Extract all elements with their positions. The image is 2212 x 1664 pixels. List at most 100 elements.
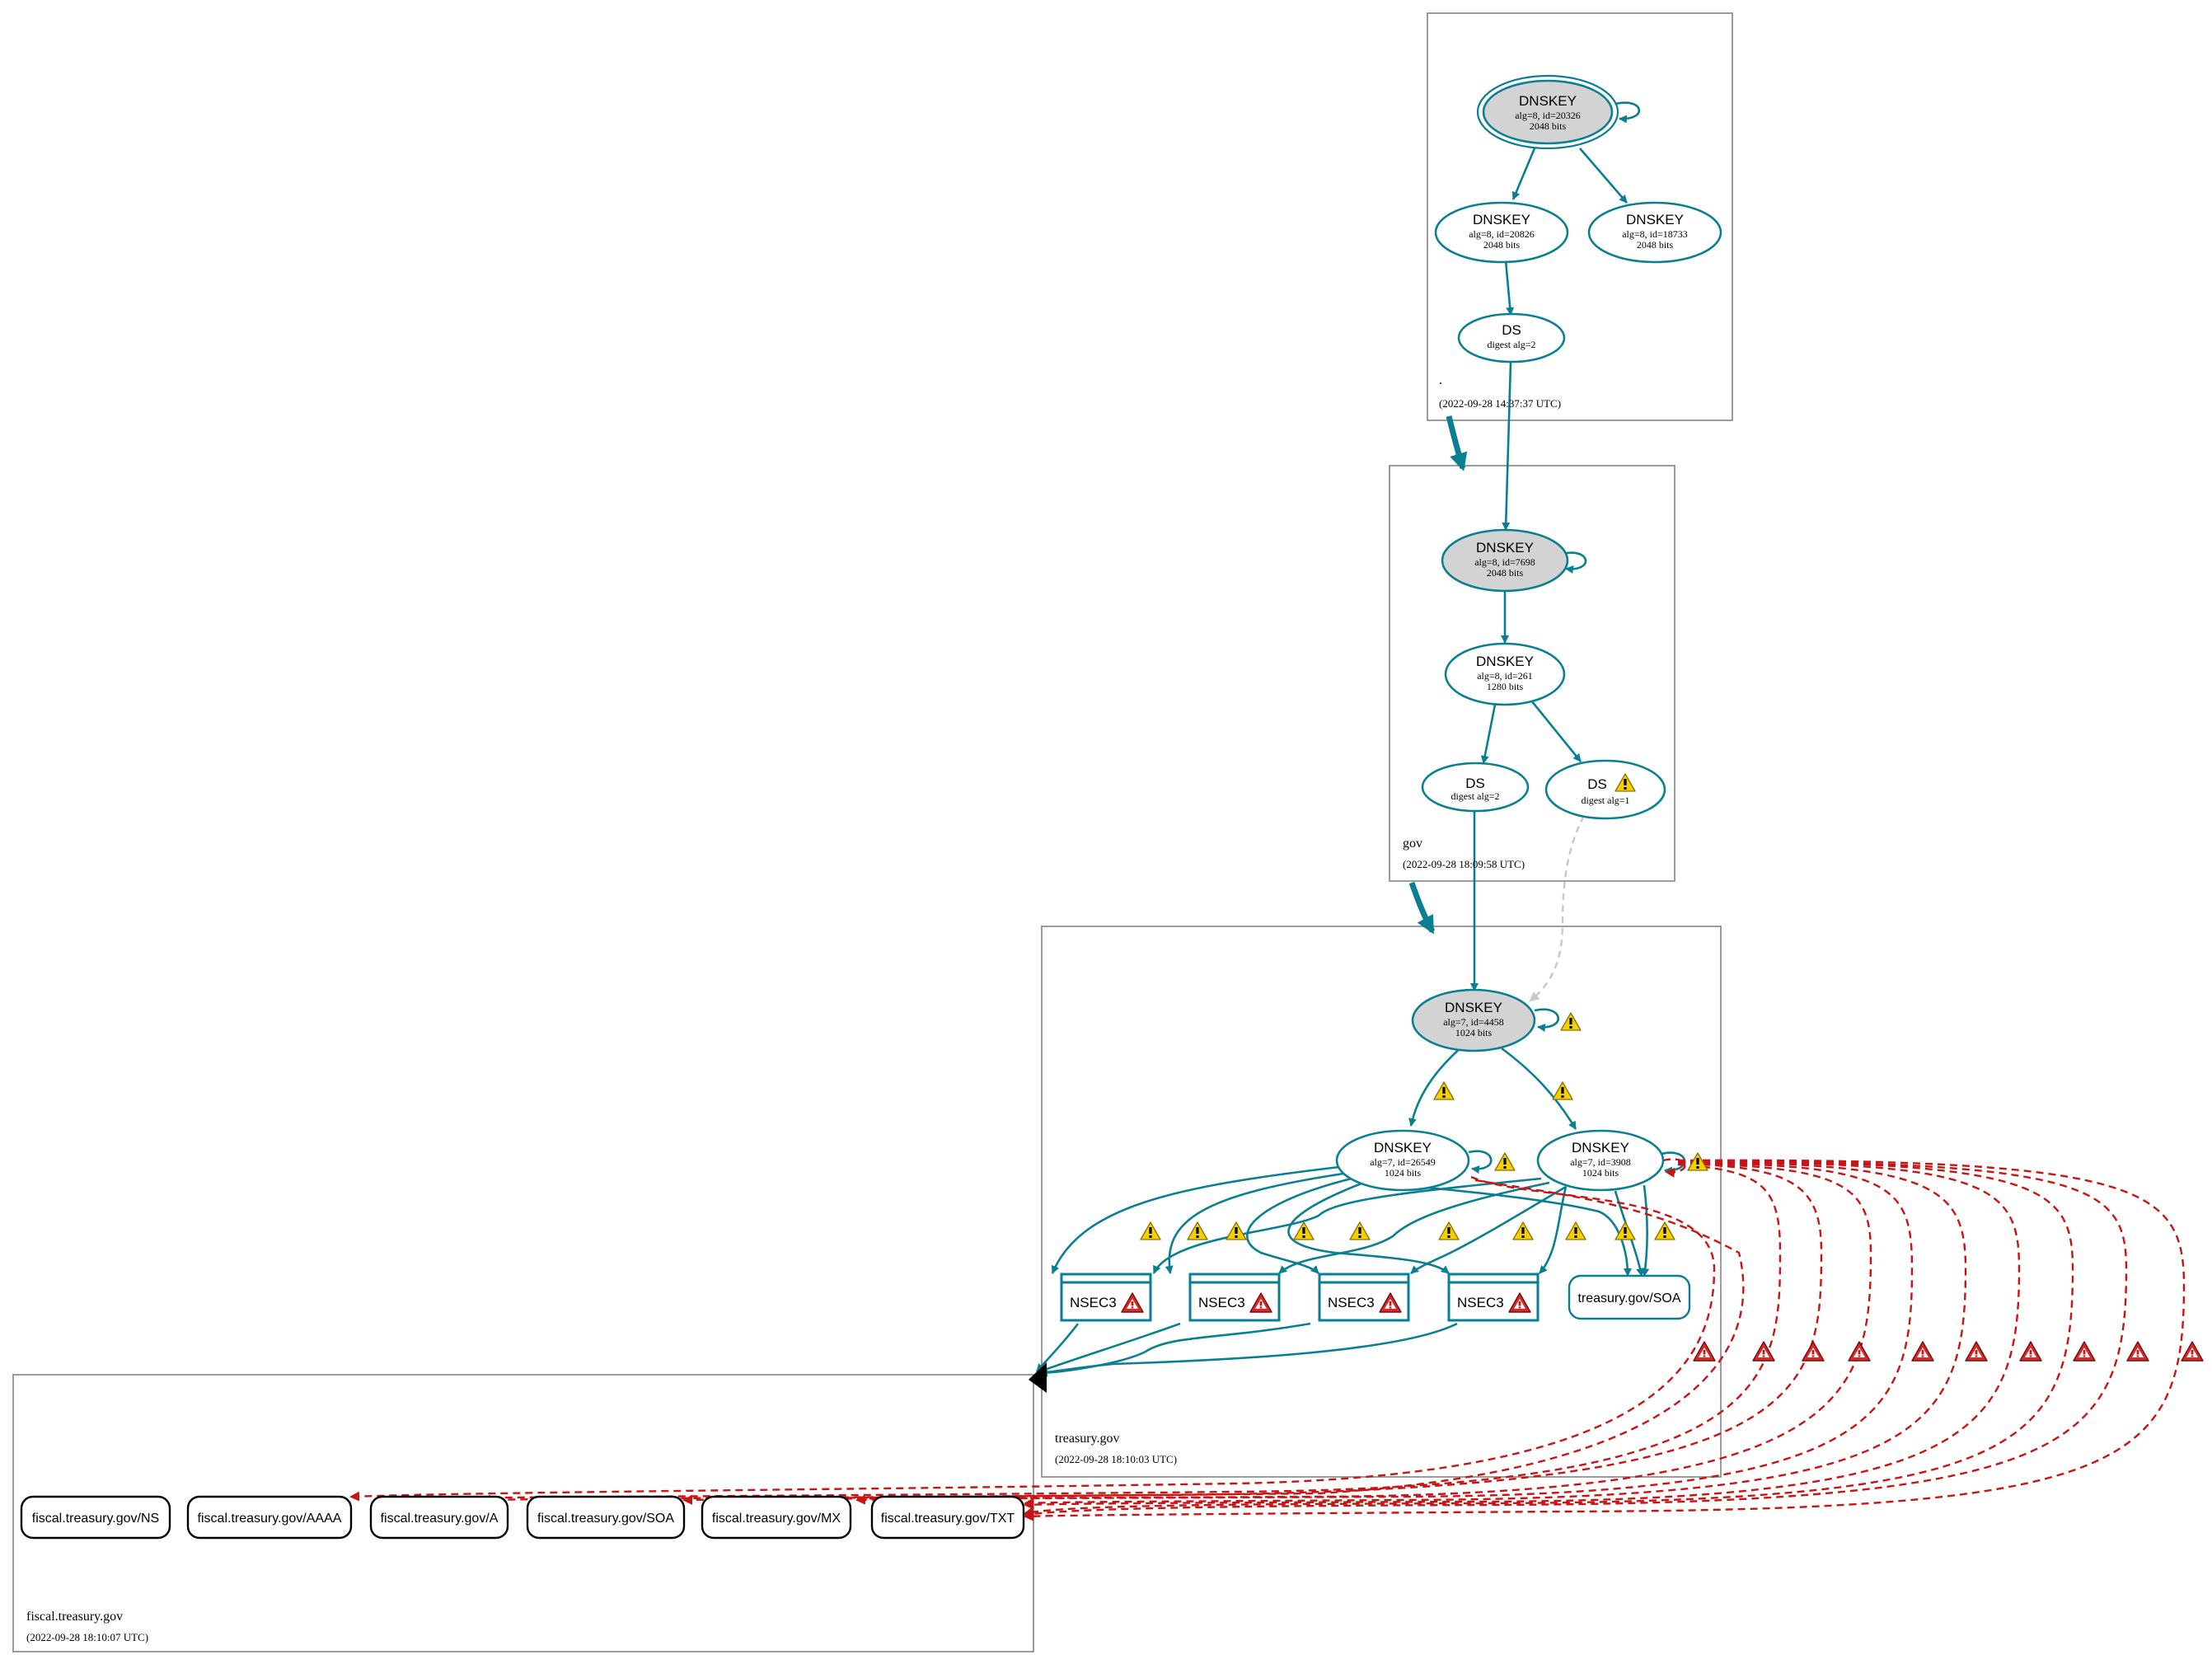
warning-icon bbox=[1552, 1081, 1573, 1100]
warning-icon bbox=[1494, 1152, 1516, 1171]
zone-gov-name: gov bbox=[1403, 837, 1422, 851]
error-icon bbox=[2126, 1341, 2149, 1362]
node-title: DNSKEY bbox=[1473, 212, 1530, 227]
edge-tr-ksk-self bbox=[1534, 1008, 1559, 1032]
error-icon bbox=[1911, 1341, 1934, 1362]
rrset-node-fiscal-aaaa: fiscal.treasury.gov/AAAA bbox=[186, 1495, 353, 1540]
node-title: DNSKEY bbox=[1626, 212, 1684, 227]
node-detail: alg=7, id=26549 bbox=[1370, 1156, 1436, 1168]
edge-tr-zsk1-nsec3c bbox=[1246, 1177, 1352, 1274]
dnskey-node-treasury-zsk-26549: DNSKEY alg=7, id=26549 1024 bits bbox=[1335, 1129, 1470, 1192]
edge-tr-zsk1-nsec3d bbox=[1287, 1182, 1450, 1275]
warning-icon bbox=[1293, 1221, 1315, 1240]
rrset-label: fiscal.treasury.gov/AAAA bbox=[198, 1512, 342, 1526]
node-detail: alg=8, id=261 bbox=[1477, 670, 1533, 682]
warning-icon bbox=[1140, 1221, 1161, 1240]
rrset-label: treasury.gov/SOA bbox=[1577, 1291, 1680, 1305]
edge-red-zsk2-self bbox=[1662, 1158, 1686, 1178]
rrset-node-fiscal-mx: fiscal.treasury.gov/MX bbox=[701, 1495, 852, 1540]
node-detail: 2048 bits bbox=[1487, 567, 1524, 579]
edge-red-5 bbox=[1024, 1160, 1967, 1508]
edge-root-ksk-zsk2 bbox=[1579, 148, 1628, 204]
edge-tr-ksk-zsk1 bbox=[1408, 1046, 1463, 1127]
rrset-label: fiscal.treasury.gov/SOA bbox=[537, 1512, 674, 1526]
edge-root-ksk-self bbox=[1614, 101, 1641, 124]
edge-gov-ksk-self bbox=[1562, 551, 1587, 574]
node-title: DNSKEY bbox=[1476, 654, 1534, 669]
dnskey-node-gov-zsk: DNSKEY alg=8, id=261 1280 bits bbox=[1444, 642, 1566, 706]
zone-treasury-box bbox=[1041, 926, 1722, 1478]
node-detail: 2048 bits bbox=[1530, 120, 1567, 132]
dnskey-node-gov-ksk: DNSKEY alg=8, id=7698 2048 bits bbox=[1441, 528, 1569, 593]
warning-icon bbox=[1438, 1221, 1460, 1240]
edge-gov-zsk-ds2 bbox=[1480, 704, 1497, 764]
node-detail: digest alg=2 bbox=[1450, 790, 1499, 802]
rrset-node-fiscal-txt: fiscal.treasury.gov/TXT bbox=[870, 1495, 1025, 1540]
warning-icon bbox=[1512, 1221, 1534, 1240]
edge-tr-zsk2-nsec3b bbox=[1278, 1181, 1550, 1274]
edge-tr-ksk-zsk2 bbox=[1501, 1047, 1577, 1130]
node-detail: 1024 bits bbox=[1455, 1027, 1493, 1038]
node-title: DS bbox=[1465, 776, 1485, 791]
zone-gov-box bbox=[1389, 465, 1675, 882]
edge-nsec3b-fiscal bbox=[1039, 1322, 1181, 1373]
warning-icon bbox=[1654, 1221, 1675, 1240]
edge-tr-zsk1-soa bbox=[1417, 1185, 1632, 1277]
edge-gov-ds1-trksk bbox=[1529, 815, 1586, 1002]
zone-fiscal-name: fiscal.treasury.gov bbox=[26, 1610, 123, 1624]
edge-tr-zsk2-nsec3d bbox=[1539, 1186, 1568, 1274]
nsec3-label: NSEC3 bbox=[1457, 1295, 1504, 1310]
rrset-node-fiscal-a: fiscal.treasury.gov/A bbox=[369, 1495, 509, 1540]
rrset-label: fiscal.treasury.gov/A bbox=[381, 1512, 499, 1526]
node-detail: digest alg=2 bbox=[1487, 339, 1535, 350]
warning-icon bbox=[1226, 1221, 1247, 1240]
node-title: DNSKEY bbox=[1519, 93, 1577, 109]
node-detail: alg=8, id=7698 bbox=[1474, 556, 1535, 568]
delegation-gov-treasury bbox=[1408, 881, 1436, 935]
zone-root-box bbox=[1427, 12, 1733, 421]
edge-root-zsk1-ds bbox=[1504, 260, 1515, 316]
error-icon bbox=[2181, 1341, 2204, 1362]
zone-gov-timestamp: (2022-09-28 18:09:58 UTC) bbox=[1403, 858, 1525, 870]
dnskey-node-root-zsk-20826: DNSKEY alg=8, id=20826 2048 bits bbox=[1434, 201, 1569, 264]
node-detail: alg=8, id=20326 bbox=[1515, 110, 1581, 121]
fiscal-delegation-arrowhead bbox=[1029, 1362, 1047, 1393]
node-detail: alg=7, id=4458 bbox=[1443, 1016, 1504, 1028]
node-detail: 2048 bits bbox=[1637, 239, 1674, 251]
ds-node-root: DS digest alg=2 bbox=[1457, 312, 1566, 363]
edge-root-ds-govksk bbox=[1502, 362, 1512, 531]
edge-red-10 bbox=[707, 1179, 1745, 1505]
zone-fiscal-timestamp: (2022-09-28 18:10:07 UTC) bbox=[26, 1631, 148, 1643]
node-title: DNSKEY bbox=[1445, 1000, 1502, 1015]
edge-gov-zsk-ds1 bbox=[1530, 700, 1582, 762]
zone-root-name: . bbox=[1439, 373, 1442, 387]
nsec3-node-3: NSEC3 bbox=[1318, 1273, 1410, 1322]
edge-tr-zsk2-soa-b bbox=[1641, 1184, 1650, 1277]
edge-nsec3c-fiscal bbox=[1039, 1322, 1311, 1377]
edge-tr-zsk1-nsec3b bbox=[1165, 1172, 1344, 1274]
edge-red-1 bbox=[410, 1163, 1782, 1503]
node-detail: alg=8, id=18733 bbox=[1622, 228, 1688, 240]
dnskey-node-treasury-zsk-3908: DNSKEY alg=7, id=3908 1024 bits bbox=[1536, 1129, 1665, 1192]
nsec3-label: NSEC3 bbox=[1328, 1295, 1375, 1310]
rrset-node-fiscal-ns: fiscal.treasury.gov/NS bbox=[20, 1495, 171, 1540]
node-detail: digest alg=1 bbox=[1581, 795, 1629, 806]
edge-root-ksk-zsk1 bbox=[1511, 148, 1536, 200]
edge-tr-zsk1-self bbox=[1468, 1150, 1493, 1174]
node-detail: 1024 bits bbox=[1582, 1167, 1619, 1179]
node-title: DS bbox=[1502, 322, 1521, 338]
edge-red-7 bbox=[1024, 1160, 2074, 1517]
edge-red-9 bbox=[1024, 1159, 2186, 1521]
nsec3-label: NSEC3 bbox=[1198, 1295, 1245, 1310]
zone-treasury-timestamp: (2022-09-28 18:10:03 UTC) bbox=[1055, 1453, 1177, 1465]
rrset-label: fiscal.treasury.gov/TXT bbox=[881, 1512, 1015, 1526]
rrset-node-treasury-soa: treasury.gov/SOA bbox=[1568, 1274, 1691, 1320]
edge-red-zsk1-aaaa bbox=[349, 1175, 1716, 1502]
node-detail: alg=8, id=20826 bbox=[1469, 228, 1535, 240]
node-detail: alg=7, id=3908 bbox=[1570, 1156, 1631, 1168]
error-icon bbox=[1802, 1341, 1825, 1362]
zone-treasury-name: treasury.gov bbox=[1055, 1432, 1120, 1446]
error-icon bbox=[1965, 1341, 1988, 1362]
warning-icon bbox=[1560, 1012, 1582, 1031]
